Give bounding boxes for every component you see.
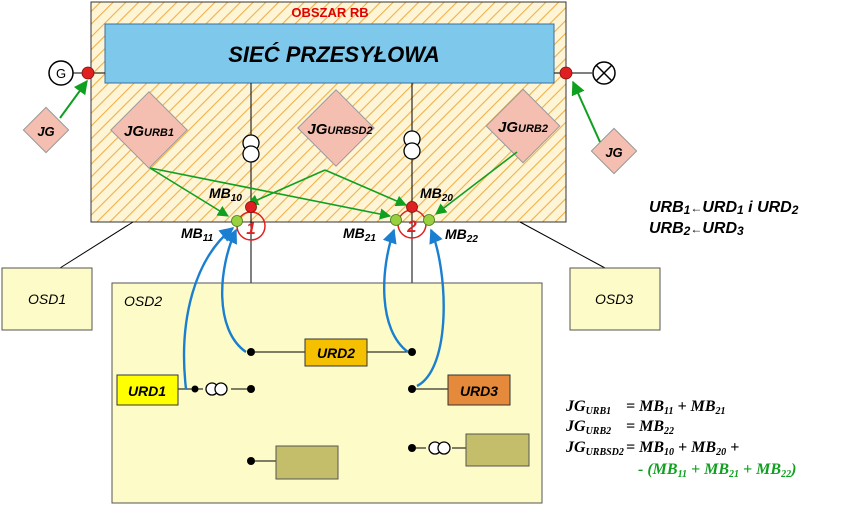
transformer-1-icon — [242, 134, 260, 163]
mb20-point — [406, 201, 418, 213]
jg-urbsd2-diamond — [297, 89, 375, 167]
jg-right-arrow — [571, 80, 601, 143]
osd2-label: OSD2 — [124, 293, 162, 309]
jg-urb1-label: JGURB1 — [124, 123, 174, 140]
jg-urb2-diamond — [485, 88, 561, 164]
urd1-label: URD1 — [128, 383, 166, 399]
jg-urb1-diamond — [110, 91, 188, 169]
generator-icon — [48, 60, 74, 86]
osd1-connector — [59, 221, 134, 269]
mb11-label: MB11 — [181, 225, 214, 244]
osd3-box — [569, 267, 661, 331]
urd3-label: URD3 — [460, 383, 498, 399]
mb11-point — [231, 215, 243, 227]
osd3-connector — [519, 221, 606, 269]
load-box-left — [275, 445, 339, 480]
node-1-number: 1 — [246, 219, 255, 238]
formula-jg-urb2: JGURB2= MB22 — [565, 418, 674, 437]
jg-urb2-label: JGURB2 — [498, 119, 548, 136]
right-tie-node — [559, 66, 573, 80]
blue-metering-arrows — [182, 227, 445, 390]
jg-urbsd2-label: JGURBSD2 — [307, 121, 372, 138]
formula-jg-urb1: JGURB1= MB11 + MB21 — [565, 398, 726, 417]
left-tie-node — [81, 66, 95, 80]
osd1-label: OSD1 — [28, 291, 66, 307]
assignment-line-2: URB2←URD3 — [649, 220, 744, 238]
load-box-right — [465, 433, 530, 467]
transmission-network-box — [104, 23, 555, 84]
mb20-label: MB20 — [420, 185, 453, 204]
mb22-point — [423, 214, 435, 226]
formula-jg-urbsd2: JGURBSD2= MB10 + MB20 + — [565, 439, 739, 458]
osd3-label: OSD3 — [595, 291, 633, 307]
urd3-box — [447, 374, 511, 406]
assignment-line-1: URB1←URD1 i URD2 — [649, 199, 799, 217]
jg-left-diamond — [22, 106, 70, 154]
urd1-box — [116, 374, 179, 406]
osd2-junctions — [191, 348, 416, 465]
osd2-circuit — [178, 351, 466, 462]
node-2-number: 2 — [406, 217, 417, 236]
jg-right-diamond — [590, 127, 638, 175]
jg-left-arrow — [59, 79, 88, 119]
urd2-box — [304, 338, 368, 367]
transformer-2-icon — [403, 130, 421, 160]
transformer-urd1-icon — [205, 382, 228, 396]
jg-left-label: JG — [37, 124, 54, 139]
mb10-point — [245, 201, 257, 213]
mb21-point — [390, 214, 402, 226]
green-flow-arrows — [149, 151, 518, 220]
mb22-label: MB22 — [445, 226, 478, 245]
rb-area-title: OBSZAR RB — [291, 5, 368, 20]
transmission-network-label: SIEĆ PRZESYŁOWA — [228, 42, 439, 67]
jg-right-label: JG — [605, 145, 622, 160]
transformer-load-icon — [428, 441, 451, 455]
mb21-label: MB21 — [343, 225, 376, 244]
lamp-load-icon — [592, 61, 616, 85]
urd2-label: URD2 — [317, 345, 355, 361]
mb10-label: MB10 — [209, 185, 242, 204]
formula-correction: - (MB11 + MB21 + MB22) — [638, 461, 796, 480]
generator-symbol: G — [56, 66, 66, 81]
osd1-box — [1, 267, 93, 331]
